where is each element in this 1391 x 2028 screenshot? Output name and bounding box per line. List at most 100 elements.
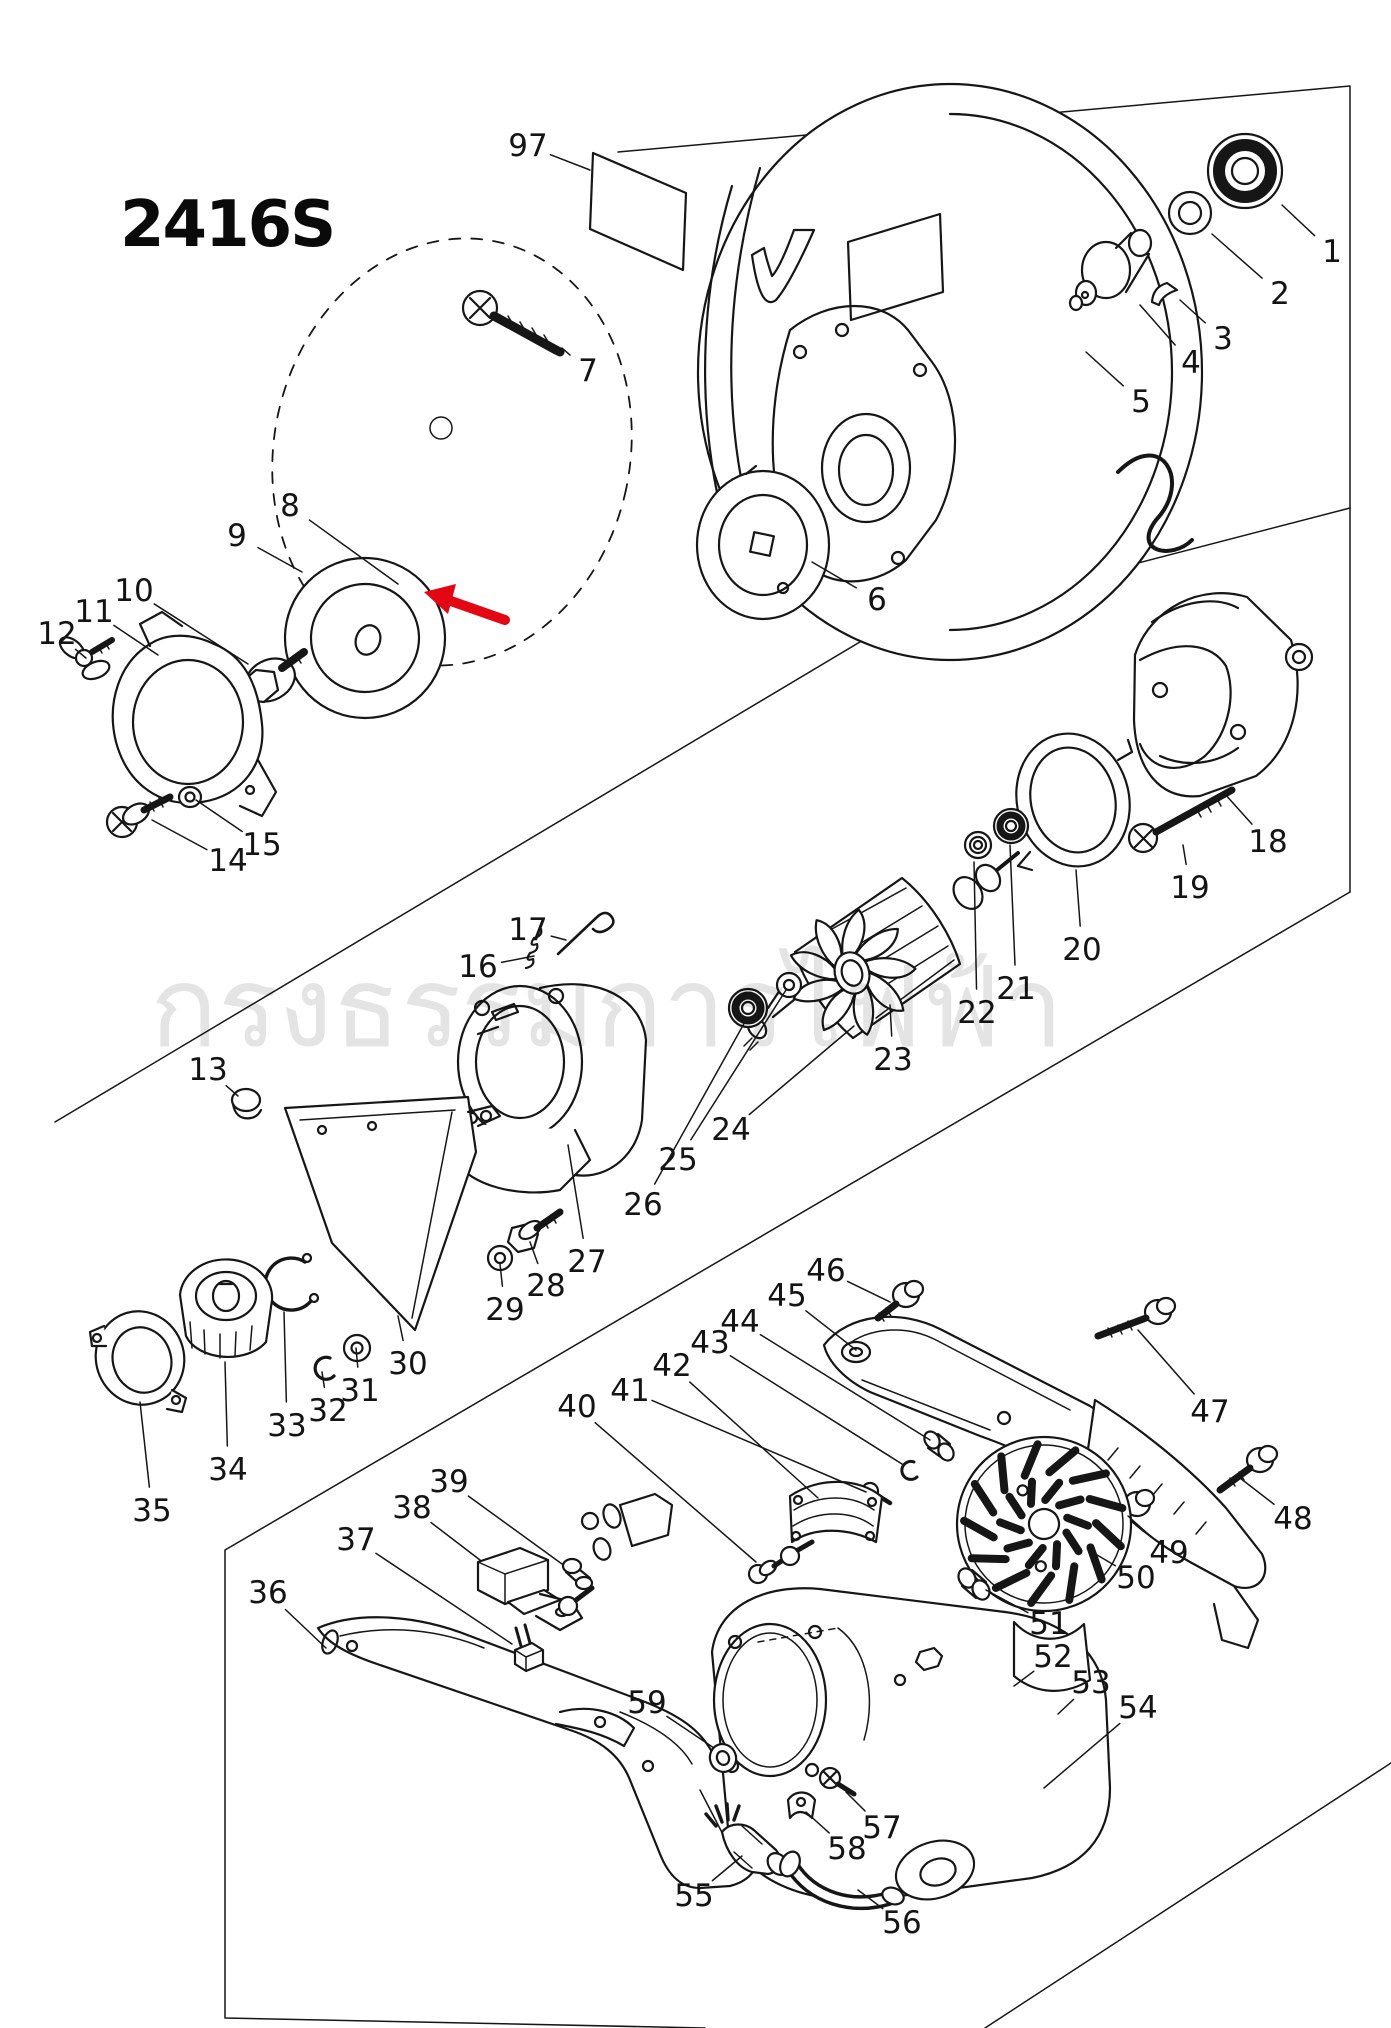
leader-line-13 xyxy=(225,1084,239,1097)
part-34-gear xyxy=(178,1258,274,1359)
leader-line-20 xyxy=(1075,869,1081,927)
part-1-bearing xyxy=(1206,132,1284,210)
leader-line-33 xyxy=(283,1311,288,1403)
part-number-35: 35 xyxy=(132,1493,171,1529)
grille-slot xyxy=(1085,1495,1127,1513)
part-number-11: 11 xyxy=(74,594,113,630)
grille-slot xyxy=(1045,1446,1080,1477)
leader-line-28 xyxy=(529,1241,539,1265)
leader-line-10 xyxy=(153,603,249,665)
part-46-bolt xyxy=(874,1279,925,1322)
part-number-46: 46 xyxy=(806,1253,845,1289)
leader-line-54 xyxy=(1043,1722,1121,1789)
part-number-39: 39 xyxy=(429,1464,468,1500)
grille-slot xyxy=(970,1479,998,1517)
part-number-47: 47 xyxy=(1190,1394,1229,1430)
part-33-circlip xyxy=(263,1252,320,1312)
part-57-screw xyxy=(818,1766,857,1797)
grille-slot xyxy=(1063,1513,1092,1530)
leader-line-52 xyxy=(1013,1670,1035,1687)
watermark-text: กรงธรรมการไฟฟ้า xyxy=(150,943,1064,1073)
part-number-16: 16 xyxy=(458,949,497,985)
part-number-57: 57 xyxy=(862,1810,901,1846)
leader-line-46 xyxy=(846,1280,891,1303)
part-44-pin xyxy=(923,1430,955,1462)
leader-line-51 xyxy=(985,1589,1029,1614)
part-47-bolt xyxy=(1094,1296,1177,1340)
part-21-bearing xyxy=(992,807,1030,845)
part-number-10: 10 xyxy=(114,573,153,609)
grille-slot xyxy=(1005,1492,1026,1520)
leader-line-1 xyxy=(1281,204,1316,237)
leader-line-42 xyxy=(689,1381,819,1499)
part-number-38: 38 xyxy=(392,1490,431,1526)
fan-blade xyxy=(792,978,846,1003)
part-37-brush-block xyxy=(513,1623,545,1673)
leader-line-37 xyxy=(375,1552,513,1645)
part-number-12: 12 xyxy=(37,616,76,652)
part-number-42: 42 xyxy=(652,1348,691,1384)
part-2-washer xyxy=(1167,190,1213,236)
leader-line-26 xyxy=(653,1019,747,1185)
part-22-washer xyxy=(963,830,993,860)
label-plate-97 xyxy=(588,151,688,272)
leader-line-11 xyxy=(113,624,159,656)
leader-line-16 xyxy=(500,955,535,964)
fan-blade xyxy=(865,971,905,1012)
part-number-5: 5 xyxy=(1131,384,1151,420)
leader-line-34 xyxy=(224,1361,229,1447)
part-56-cord-guard xyxy=(779,1850,905,1911)
leader-line-97 xyxy=(549,153,591,171)
leader-line-8 xyxy=(308,519,399,585)
leader-line-15 xyxy=(195,799,243,833)
grille-slot xyxy=(1065,1562,1079,1604)
fan-blade xyxy=(821,987,857,1032)
leader-line-49 xyxy=(1127,1515,1152,1538)
part-number-32: 32 xyxy=(308,1393,347,1429)
grille-slot xyxy=(1062,1528,1083,1556)
grille-slot xyxy=(1051,1540,1062,1571)
part-32-e-ring xyxy=(313,1355,336,1381)
part-15-nut xyxy=(177,785,203,809)
part-24-fan xyxy=(789,908,917,1036)
part-number-17: 17 xyxy=(508,912,547,948)
grille-slot xyxy=(996,1518,1025,1535)
part-number-1: 1 xyxy=(1322,234,1342,270)
fan-blade xyxy=(789,951,838,981)
part-25-washer xyxy=(775,971,803,999)
part-number-15: 15 xyxy=(242,827,281,863)
part-number-3: 3 xyxy=(1213,321,1233,357)
leader-line-9 xyxy=(257,546,303,573)
part-number-24: 24 xyxy=(711,1112,750,1148)
part-number-23: 23 xyxy=(873,1042,912,1078)
part-number-20: 20 xyxy=(1062,932,1101,968)
grille-slot xyxy=(1024,1543,1047,1570)
part-number-2: 2 xyxy=(1270,276,1290,312)
part-number-41: 41 xyxy=(610,1373,649,1409)
leader-line-41 xyxy=(651,1399,867,1493)
part-7-screw xyxy=(461,289,565,357)
part-3-key xyxy=(1150,281,1179,307)
leader-line-23 xyxy=(889,1004,893,1037)
leader-line-6 xyxy=(811,561,858,589)
part-number-48: 48 xyxy=(1273,1501,1312,1537)
grille-slot xyxy=(991,1568,1031,1592)
part-number-8: 8 xyxy=(280,488,300,524)
grille-slot xyxy=(1026,1477,1037,1508)
part-number-54: 54 xyxy=(1118,1690,1157,1726)
part-14-screw xyxy=(105,793,174,839)
part-number-19: 19 xyxy=(1170,870,1209,906)
part-number-52: 52 xyxy=(1033,1639,1072,1675)
grille-slot xyxy=(1041,1478,1064,1505)
leader-line-39 xyxy=(467,1495,563,1565)
part-59-grommet xyxy=(708,1743,738,1773)
part-27-bearing-box xyxy=(453,983,648,1194)
leader-line-22 xyxy=(973,861,978,990)
leader-line-24 xyxy=(748,1025,855,1116)
part-42-brush-plate xyxy=(788,1480,884,1544)
leader-line-53 xyxy=(1057,1698,1075,1715)
part-number-97: 97 xyxy=(508,128,547,164)
part-number-58: 58 xyxy=(827,1831,866,1867)
part-number-44: 44 xyxy=(720,1304,759,1340)
